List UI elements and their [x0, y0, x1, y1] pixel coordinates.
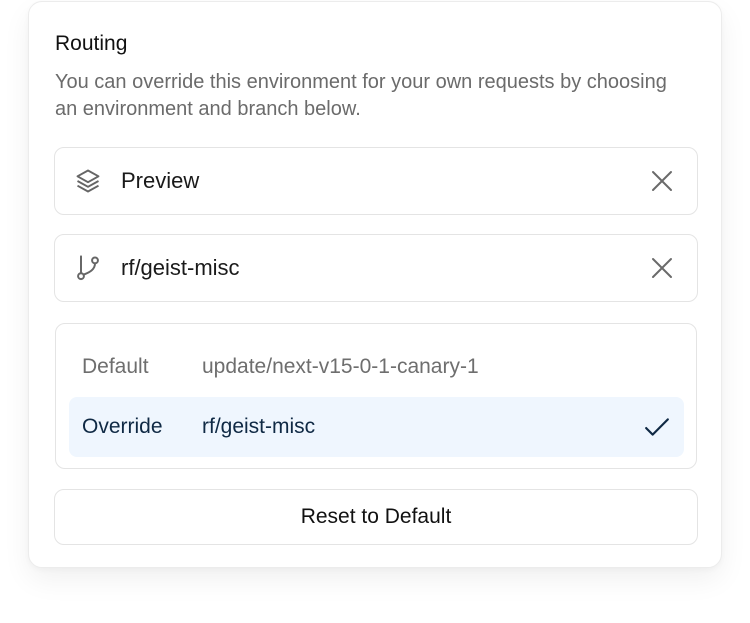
clear-branch-button[interactable]	[647, 253, 677, 283]
layers-icon	[73, 166, 103, 196]
branch-value: rf/geist-misc	[121, 255, 240, 280]
route-row-override[interactable]: Override rf/geist-misc	[69, 397, 684, 457]
route-label: Default	[82, 355, 149, 378]
close-icon	[652, 171, 672, 191]
route-row-default[interactable]: Default update/next-v15-0-1-canary-1	[69, 337, 684, 397]
clear-environment-button[interactable]	[647, 166, 677, 196]
routing-panel: Routing You can override this environmen…	[28, 1, 722, 568]
route-branch: update/next-v15-0-1-canary-1	[202, 355, 479, 378]
panel-description: You can override this environment for yo…	[55, 71, 667, 120]
panel-title: Routing	[55, 32, 128, 55]
git-branch-icon	[73, 253, 103, 283]
route-branch: rf/geist-misc	[202, 415, 316, 438]
branch-select[interactable]: rf/geist-misc	[54, 234, 698, 302]
environment-select[interactable]: Preview	[54, 147, 698, 215]
close-icon	[652, 258, 672, 278]
route-label: Override	[82, 415, 163, 438]
check-icon	[642, 412, 672, 442]
reset-to-default-button[interactable]: Reset to Default	[54, 489, 698, 545]
environment-value: Preview	[121, 168, 200, 193]
routes-list: Default update/next-v15-0-1-canary-1 Ove…	[55, 323, 697, 469]
